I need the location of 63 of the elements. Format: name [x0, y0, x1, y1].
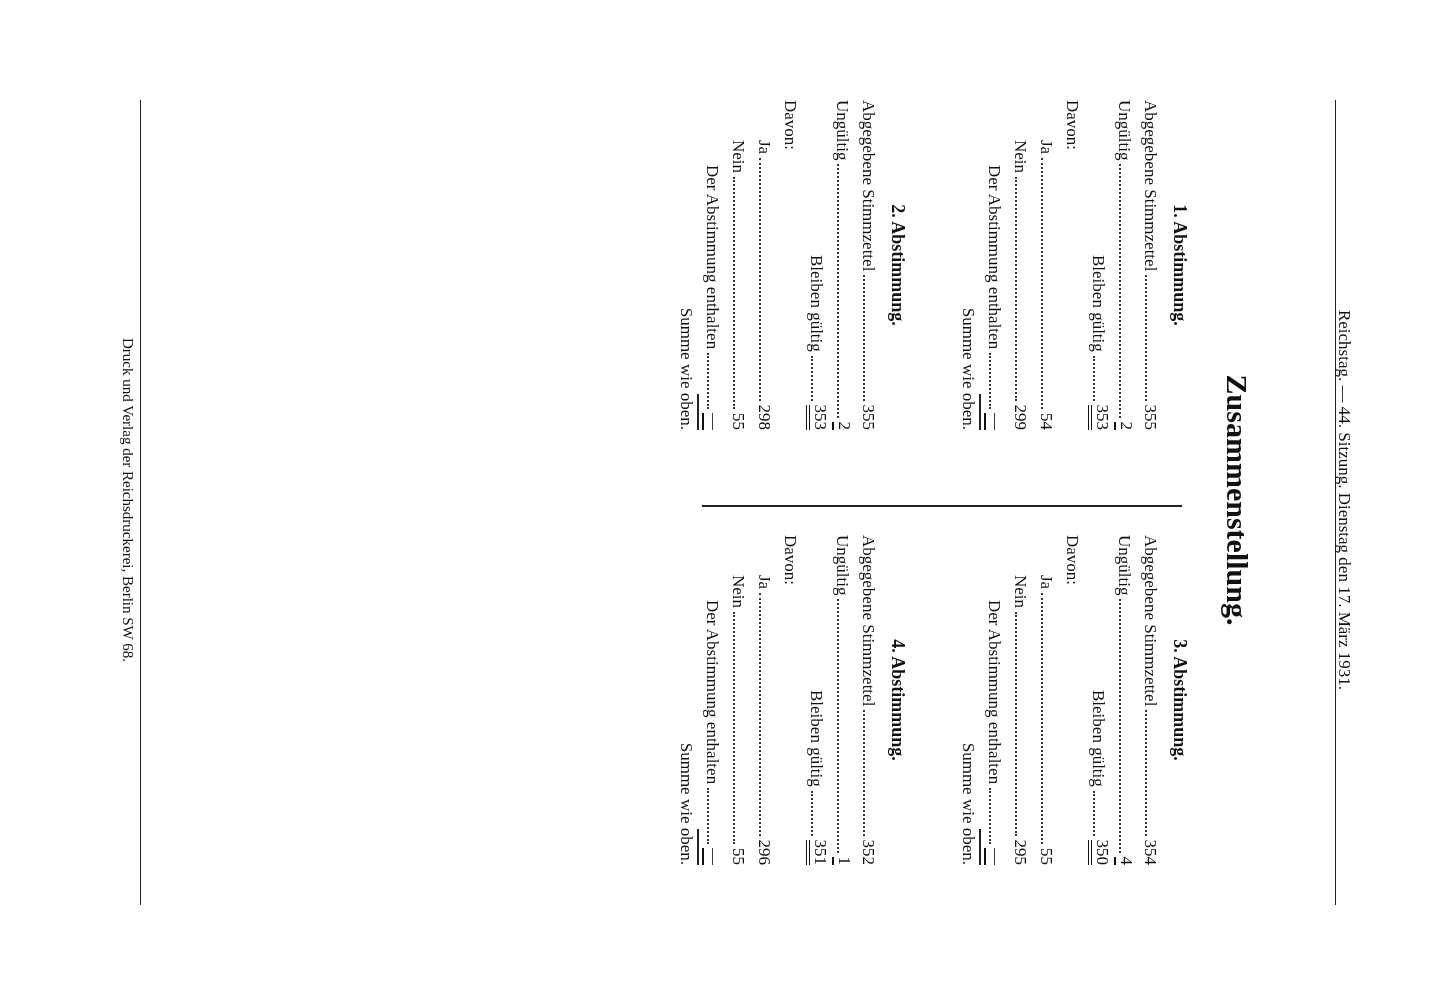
row-label: Ungültig: [1114, 100, 1134, 422]
row-label: Davon:: [780, 100, 800, 151]
row-label: Nein: [728, 140, 748, 413]
imprint-note: Druck und Verlag der Reichsdruckerei, Berlin SW 68.: [120, 338, 136, 662]
vote-count: 55: [1036, 848, 1056, 865]
row-label: Ja: [1036, 575, 1056, 848]
row-label: Der Abstimmung enthalten: [702, 165, 722, 413]
row-label: Abgegebene Stimmzettel: [858, 100, 878, 405]
vote-count: 295: [1010, 839, 1030, 865]
row-label: Davon:: [780, 535, 800, 586]
row-label: Ja: [1036, 140, 1056, 413]
row-label: Summe wie oben.: [958, 307, 978, 430]
vote-count: —: [984, 848, 1006, 865]
row-label: Summe wie oben.: [676, 742, 696, 865]
row-label: Ungültig: [1114, 535, 1134, 857]
vote-count: 296: [754, 839, 774, 865]
row-label: Abgegebene Stimmzettel: [1140, 535, 1160, 840]
vote-count: 353: [1088, 404, 1112, 430]
vote-count: 2: [832, 421, 854, 430]
vote-count: 355: [858, 404, 878, 430]
row-label: Bleiben gültig: [1088, 255, 1108, 405]
row-label: Der Abstimmung enthalten: [984, 600, 1004, 848]
row-label: Ungültig: [832, 100, 852, 422]
vote-count: —: [984, 413, 1006, 430]
vote-count: —: [702, 413, 724, 430]
row-label: Nein: [1010, 575, 1030, 840]
vote-count: 2: [1114, 421, 1136, 430]
row-label: Summe wie oben.: [676, 307, 696, 430]
section-heading: 2. Abstimmung.: [888, 204, 908, 326]
vote-count: 354: [1140, 839, 1160, 865]
row-label: Der Abstimmung enthalten: [702, 600, 722, 848]
row-label: Bleiben gültig: [1088, 690, 1108, 840]
row-label: Nein: [728, 575, 748, 848]
row-label: Ungültig: [832, 535, 852, 857]
vote-count: 4: [1114, 856, 1136, 865]
vote-count: 353: [806, 404, 830, 430]
vote-count: —: [702, 848, 724, 865]
row-label: Ja: [754, 140, 774, 405]
row-label: Davon:: [1062, 535, 1082, 586]
vote-count: 1: [832, 856, 854, 865]
row-label: Abgegebene Stimmzettel: [858, 535, 878, 840]
row-label: Bleiben gültig: [806, 690, 826, 840]
running-header: Reichstag. — 44. Sitzung. Dienstag den 17. März 1931.: [1335, 309, 1354, 691]
vote-count: 55: [728, 848, 748, 865]
section-heading: 4. Abstimmung.: [888, 639, 908, 761]
vote-count: 350: [1088, 839, 1112, 865]
vote-count: 54: [1036, 413, 1056, 430]
row-label: Summe wie oben.: [958, 742, 978, 865]
vote-count: 351: [806, 839, 830, 865]
section-heading: 1. Abstimmung.: [1170, 204, 1190, 326]
section-heading: 3. Abstimmung.: [1170, 639, 1190, 761]
vote-count: 55: [728, 413, 748, 430]
page-title: Zusammenstellung.: [1221, 374, 1254, 626]
row-label: Bleiben gültig: [806, 255, 826, 405]
row-label: Der Abstimmung enthalten: [984, 165, 1004, 413]
row-label: Davon:: [1062, 100, 1082, 151]
vote-count: 298: [754, 404, 774, 430]
row-label: Abgegebene Stimmzettel: [1140, 100, 1160, 405]
vote-count: 299: [1010, 404, 1030, 430]
vote-count: 355: [1140, 404, 1160, 430]
row-label: Nein: [1010, 140, 1030, 405]
row-label: Ja: [754, 575, 774, 840]
vote-count: 352: [858, 839, 878, 865]
